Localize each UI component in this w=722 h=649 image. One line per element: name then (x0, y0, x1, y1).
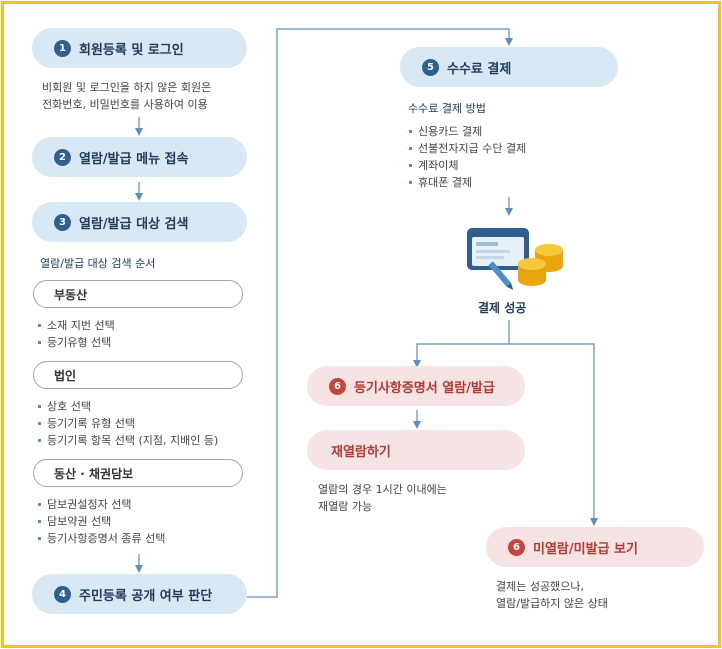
step-1-desc-line: 비회원 및 로그인을 하지 않은 회원은 (42, 81, 212, 94)
list-item: 등기유형 선택 (37, 334, 115, 351)
step-6b-label: 미열람/미발급 보기 (533, 541, 638, 557)
search-group-movables: 동산 · 채권담보 (33, 459, 243, 487)
step-4-number: 4 (54, 585, 71, 603)
corporation-list: 상호 선택 등기기록 유형 선택 등기기록 항목 선택 (지점, 지배인 등) (37, 398, 218, 449)
step-4-pill: 4 주민등록 공개 여부 판단 (32, 574, 247, 614)
movables-list: 담보권설정자 선택 담보약권 선택 등기사항증명서 종류 선택 (37, 496, 165, 547)
reopen-pill: 재열람하기 (307, 430, 525, 470)
list-item: 휴대폰 결제 (408, 174, 526, 191)
payment-method-heading: 수수료 결제 방법 (408, 102, 486, 115)
step-3-label: 열람/발급 대상 검색 (79, 216, 189, 232)
step-2-number: 2 (54, 148, 71, 166)
list-item: 계좌이체 (408, 157, 526, 174)
payment-card-coins-icon (467, 228, 563, 291)
step-5-number: 5 (422, 58, 439, 76)
step-1-label: 회원등록 및 로그인 (79, 42, 184, 58)
step-6a-number: 6 (329, 377, 346, 395)
reopen-description: 열람의 경우 1시간 이내에는 재열람 가능 (318, 481, 447, 515)
step-3-number: 3 (54, 213, 71, 231)
list-item: 등기기록 항목 선택 (지점, 지배인 등) (37, 432, 218, 449)
arrow-4-5 (247, 28, 513, 598)
reopen-desc-line: 열람의 경우 1시간 이내에는 (318, 483, 447, 496)
step-4-label: 주민등록 공개 여부 판단 (79, 588, 213, 604)
list-item: 담보권설정자 선택 (37, 496, 165, 513)
step-1-pill: 1 회원등록 및 로그인 (32, 28, 247, 68)
step-5-label: 수수료 결제 (447, 61, 512, 77)
list-item: 소재 지번 선택 (37, 317, 115, 334)
step-6-unviewed-pill: 6 미열람/미발급 보기 (486, 527, 704, 567)
step-3-pill: 3 열람/발급 대상 검색 (32, 202, 247, 242)
real-estate-list: 소재 지번 선택 등기유형 선택 (37, 317, 115, 351)
step-2-pill: 2 열람/발급 메뉴 접속 (32, 137, 247, 177)
step-2-label: 열람/발급 메뉴 접속 (79, 151, 189, 167)
payment-success-label: 결제 성공 (478, 301, 527, 315)
payment-method-list: 신용카드 결제 선불전자지급 수단 결제 계좌이체 휴대폰 결제 (408, 123, 526, 191)
step-1-desc-line: 전화번호, 비밀번호를 사용하여 이용 (42, 98, 208, 111)
arrow-success-6b (509, 343, 598, 526)
step-1-number: 1 (54, 39, 71, 57)
step-6-view-issue-pill: 6 등기사항증명서 열람/발급 (307, 366, 525, 406)
step-1-description: 비회원 및 로그인을 하지 않은 회원은 전화번호, 비밀번호를 사용하여 이용 (42, 79, 211, 113)
list-item: 등기사항증명서 종류 선택 (37, 530, 165, 547)
search-group-real-estate: 부동산 (33, 280, 243, 308)
reopen-label: 재열람하기 (331, 444, 391, 460)
list-item: 담보약권 선택 (37, 513, 165, 530)
list-item: 신용카드 결제 (408, 123, 526, 140)
search-order-heading: 열람/발급 대상 검색 순서 (40, 257, 156, 270)
list-item: 등기기록 유형 선택 (37, 415, 218, 432)
arrow-success-6a (413, 320, 510, 368)
unviewed-description: 결제는 성공했으나, 열람/발급하지 않은 상태 (496, 578, 608, 612)
unviewed-desc-line: 열람/발급하지 않은 상태 (496, 597, 608, 610)
step-6a-label: 등기사항증명서 열람/발급 (354, 380, 495, 396)
unviewed-desc-line: 결제는 성공했으나, (496, 580, 584, 593)
search-group-corporation: 법인 (33, 361, 243, 389)
step-6b-number: 6 (508, 538, 525, 556)
list-item: 선불전자지급 수단 결제 (408, 140, 526, 157)
step-5-pill: 5 수수료 결제 (400, 47, 618, 87)
list-item: 상호 선택 (37, 398, 218, 415)
reopen-desc-line: 재열람 가능 (318, 500, 373, 513)
